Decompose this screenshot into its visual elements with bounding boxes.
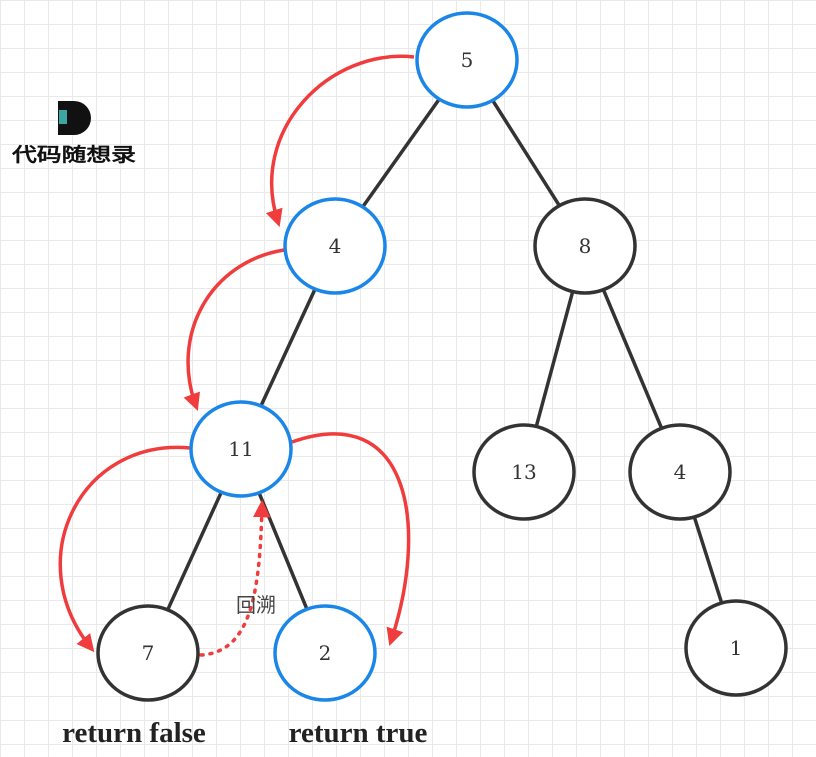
node-4-label: 4 xyxy=(329,234,342,258)
node-4-right-label: 4 xyxy=(674,460,687,484)
arrow-5-to-4 xyxy=(265,54,415,227)
edge-node-5-to-node-8 xyxy=(491,99,561,207)
node-7-label: 7 xyxy=(142,641,155,665)
node-11-circle xyxy=(189,400,293,498)
node-2-circle xyxy=(273,604,377,702)
return-true-caption: return true xyxy=(289,717,428,749)
node-4-circle xyxy=(283,197,387,295)
node-8: 8 xyxy=(533,197,637,295)
node-5-label: 5 xyxy=(461,48,474,72)
logo: 代码随想录 xyxy=(11,101,136,166)
node-1-circle xyxy=(684,599,788,697)
backtrack-label: 回溯 xyxy=(236,593,276,617)
logo-text: 代码随想录 xyxy=(11,143,136,166)
node-2-label: 2 xyxy=(319,641,332,665)
node-1-label: 1 xyxy=(730,636,743,660)
node-8-label: 8 xyxy=(579,234,592,258)
node-4-right-circle xyxy=(628,423,732,521)
node-13: 13 xyxy=(472,423,576,521)
tree-nodes: 5 4 8 11 13 4 7 2 xyxy=(96,11,788,702)
arrow-4-to-11 xyxy=(183,248,285,411)
logo-mark xyxy=(58,101,91,135)
arrow-11-to-7 xyxy=(58,445,191,653)
edge-node-4-to-node-11 xyxy=(259,288,317,407)
node-8-circle xyxy=(533,197,637,295)
edge-node-5-to-node-4 xyxy=(361,98,441,208)
node-2: 2 xyxy=(273,604,377,702)
edge-node-8-to-node-13 xyxy=(534,291,575,427)
edge-node-8-to-node-4-right xyxy=(601,289,664,429)
tree-edges xyxy=(166,98,724,611)
arrow-backtrack-7-to-11 xyxy=(199,499,271,657)
node-1: 1 xyxy=(684,599,788,697)
node-7: 7 xyxy=(96,604,200,702)
node-7-circle xyxy=(96,604,200,702)
node-13-label: 13 xyxy=(511,460,536,484)
edge-node-11-to-node-7 xyxy=(166,491,223,611)
node-4-right: 4 xyxy=(628,423,732,521)
arrow-11-to-2 xyxy=(291,432,411,646)
node-13-circle xyxy=(472,423,576,521)
node-5-circle xyxy=(415,11,519,109)
return-false-caption: return false xyxy=(62,717,206,749)
node-11: 11 xyxy=(189,400,293,498)
traversal-arrows xyxy=(58,54,415,657)
edge-node-11-to-node-2 xyxy=(257,492,309,610)
node-11-label: 11 xyxy=(228,437,253,461)
node-4: 4 xyxy=(283,197,387,295)
edge-node-4-right-to-node-1 xyxy=(692,516,724,604)
node-5: 5 xyxy=(415,11,519,109)
